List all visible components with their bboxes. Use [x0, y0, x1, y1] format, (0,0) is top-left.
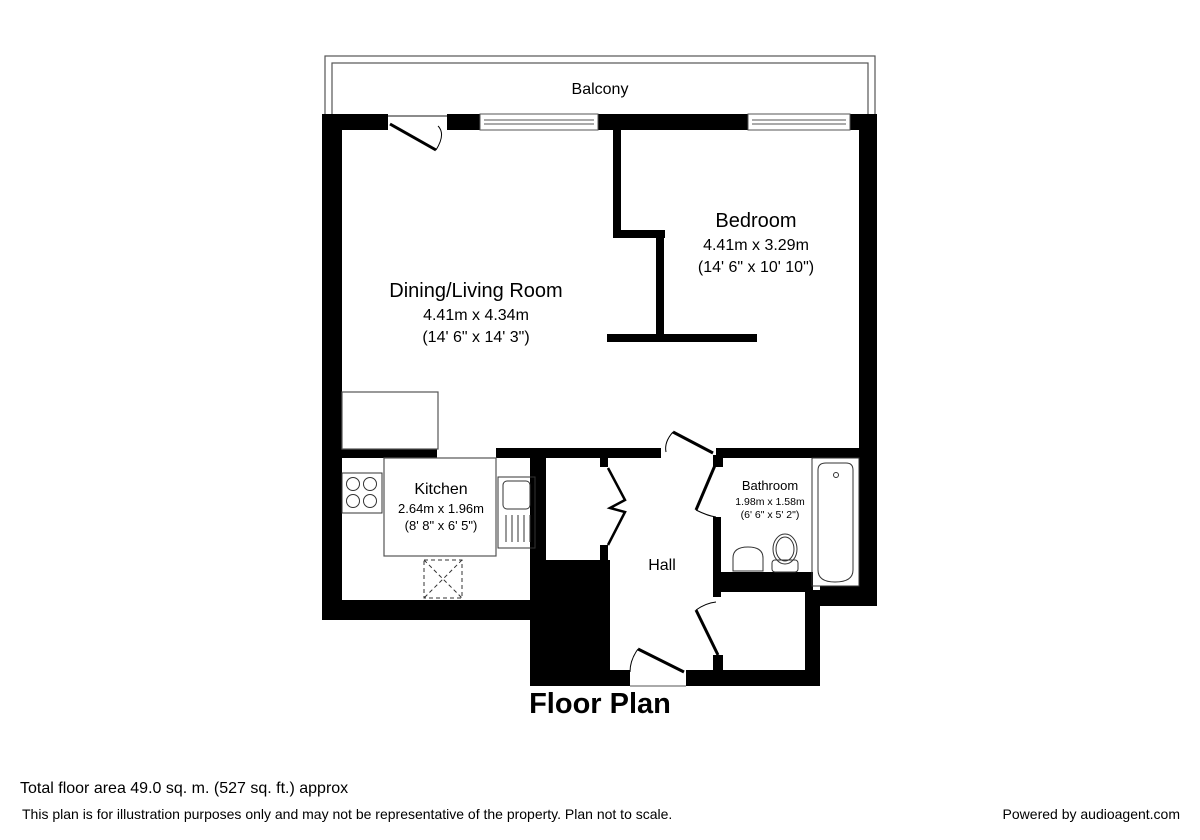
svg-text:Dining/Living Room: Dining/Living Room [389, 280, 562, 302]
outer-walls [322, 114, 877, 686]
extractor-icon [423, 559, 463, 599]
kitchen-island [341, 391, 439, 450]
label-bedroom: Bedroom 4.41m x 3.29m (14' 6" x 10' 10") [698, 210, 814, 276]
sink-icon [497, 476, 536, 549]
label-living: Dining/Living Room 4.41m x 4.34m (14' 6"… [389, 280, 562, 346]
svg-text:Bedroom: Bedroom [715, 210, 796, 232]
floor-plan-drawing: Balcony [322, 55, 877, 687]
bath-icon [811, 457, 860, 587]
entrance-door [629, 647, 686, 687]
plan-title: Floor Plan [529, 688, 671, 720]
window-living [479, 113, 599, 131]
balcony-label: Balcony [572, 81, 629, 98]
label-kitchen: Kitchen 2.64m x 1.96m (8' 8" x 6' 5") [398, 481, 484, 533]
svg-text:(14' 6" x 14' 3"): (14' 6" x 14' 3") [422, 329, 529, 346]
label-bathroom: Bathroom 1.98m x 1.58m (6' 6" x 5' 2") [735, 478, 805, 521]
kitchen-worktop [383, 457, 497, 557]
store-door [694, 601, 720, 656]
hob-icon [341, 472, 383, 514]
label-hall: Hall [648, 557, 676, 574]
bathroom-door [694, 462, 718, 518]
powered-by: Powered by audioagent.com [1002, 806, 1180, 822]
svg-text:(14' 6" x 10' 10"): (14' 6" x 10' 10") [698, 259, 814, 276]
window-bedroom [747, 113, 851, 131]
total-floor-area: Total floor area 49.0 sq. m. (527 sq. ft… [20, 780, 349, 797]
svg-text:1.98m x 1.58m: 1.98m x 1.58m [735, 496, 805, 508]
svg-text:Kitchen: Kitchen [414, 481, 467, 498]
cupboard-door [606, 467, 627, 546]
svg-text:Bathroom: Bathroom [742, 478, 798, 493]
toilet-icon [771, 533, 799, 573]
svg-text:2.64m x 1.96m: 2.64m x 1.96m [398, 501, 484, 516]
disclaimer: This plan is for illustration purposes o… [22, 806, 673, 822]
hall-door [665, 430, 714, 455]
balcony: Balcony [324, 55, 876, 117]
svg-text:4.41m x 3.29m: 4.41m x 3.29m [703, 237, 809, 254]
svg-text:4.41m x 4.34m: 4.41m x 4.34m [423, 307, 529, 324]
svg-text:(6' 6" x 5' 2"): (6' 6" x 5' 2") [741, 509, 800, 521]
balcony-door [389, 122, 442, 152]
interior-walls [342, 128, 859, 675]
svg-text:(8' 8" x 6' 5"): (8' 8" x 6' 5") [405, 518, 478, 533]
basin-icon [732, 546, 764, 572]
svg-text:Hall: Hall [648, 557, 676, 574]
